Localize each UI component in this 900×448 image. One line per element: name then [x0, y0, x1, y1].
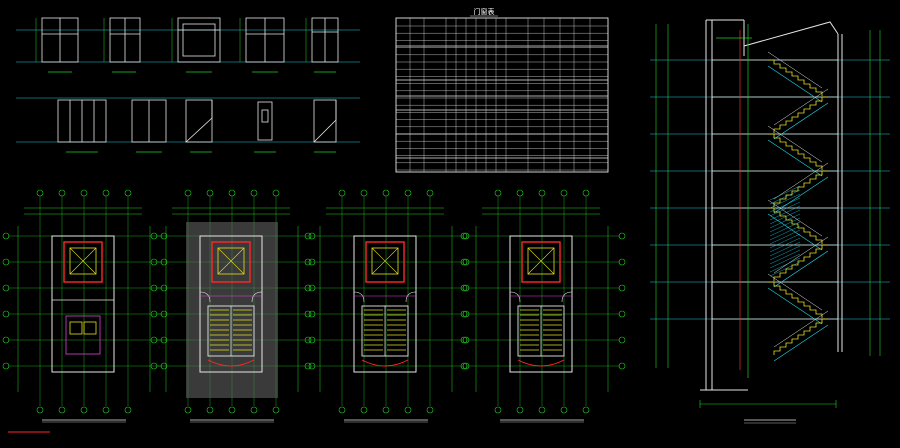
- window-elevation-w4: [245, 17, 285, 63]
- door-elevation-m2: [131, 99, 167, 143]
- stair-floor-plans: [2, 189, 626, 433]
- window-elevation-w2: [109, 17, 141, 63]
- door-elevation-m5: [313, 99, 337, 143]
- floor-plan-4: [460, 189, 626, 423]
- door-elevation-m4: [257, 101, 273, 141]
- window-elevation-w1: [41, 17, 79, 63]
- window-elevation-w3: [177, 17, 221, 63]
- door-window-schedule: 门窗表: [395, 7, 609, 173]
- stair-section: [650, 19, 890, 424]
- door-elevation-m1: [57, 99, 107, 143]
- floor-plan-2: [150, 189, 316, 423]
- window-elevation-w5: [311, 17, 339, 63]
- door-elevation-m3: [185, 99, 213, 143]
- window-elevations-row-1: [16, 17, 360, 73]
- floor-plan-3: [304, 189, 470, 423]
- floor-plan-1: [2, 189, 168, 423]
- door-elevations-row-2: [16, 97, 360, 153]
- section-stair-flights: [767, 51, 829, 362]
- schedule-grid: [396, 18, 608, 172]
- schedule-title: 门窗表: [474, 7, 495, 16]
